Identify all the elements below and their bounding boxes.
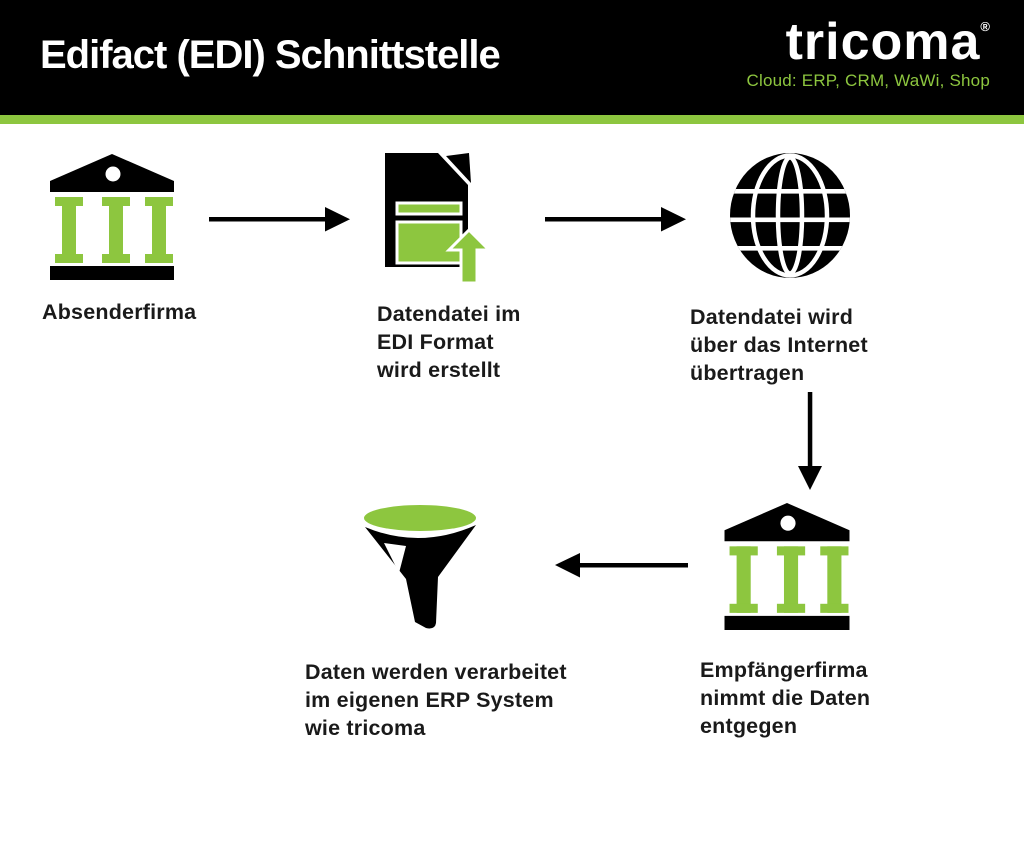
arrow-receiver-to-processing — [555, 553, 688, 578]
funnel-highlight — [384, 543, 406, 573]
header-bar: Edifact (EDI) Schnittstelle tricoma® Clo… — [0, 0, 1024, 115]
label-line: nimmt die Daten — [700, 686, 871, 710]
label-line: entgegen — [700, 714, 798, 738]
arrow-sender-to-file — [209, 207, 350, 232]
label-line: Empfängerfirma — [700, 658, 868, 682]
arrow-internet-to-receiver — [798, 392, 822, 490]
step-label-edi-file: Datendatei im EDI Format wird erstellt — [377, 300, 521, 384]
bank-icon — [50, 154, 174, 280]
label-line: im eigenen ERP System — [305, 688, 554, 712]
funnel-icon — [364, 505, 476, 629]
tricoma-logo-wordmark: tricoma® — [747, 16, 990, 68]
step-label-receiver: Empfängerfirma nimmt die Daten entgegen — [700, 656, 870, 740]
tricoma-logo-text: tricoma — [785, 13, 981, 71]
label-line: Daten werden verarbeitet — [305, 660, 567, 684]
tricoma-logo-tagline: Cloud: ERP, CRM, WaWi, Shop — [746, 71, 990, 90]
tricoma-logo: tricoma® Cloud: ERP, CRM, WaWi, Shop — [747, 16, 990, 91]
label-line: wird erstellt — [377, 358, 501, 382]
document-upload-icon — [385, 153, 492, 285]
arrow-file-to-internet — [545, 207, 686, 232]
page-title: Edifact (EDI) Schnittstelle — [40, 33, 501, 77]
step-label-internet: Datendatei wird über das Internet übertr… — [690, 303, 868, 387]
step-label-sender: Absenderfirma — [42, 298, 196, 326]
label-line: EDI Format — [377, 330, 494, 354]
label-line: Datendatei im — [377, 302, 521, 326]
bank-pediment-dot — [105, 166, 121, 182]
globe-icon — [730, 153, 850, 278]
bank-pediment-dot — [780, 515, 796, 531]
document-fold-corner — [446, 153, 471, 183]
label-line: Datendatei wird — [690, 305, 854, 329]
label-line: Absenderfirma — [42, 300, 197, 324]
bank-columns — [55, 197, 173, 263]
step-label-processing: Daten werden verarbeitet im eigenen ERP … — [305, 658, 567, 742]
bank-columns — [729, 546, 849, 613]
label-line: wie tricoma — [305, 716, 426, 740]
upload-arrow-icon — [445, 227, 492, 285]
bank-icon — [724, 503, 850, 630]
funnel-opening — [364, 505, 476, 531]
header-accent-line — [0, 115, 1024, 124]
label-line: über das Internet — [690, 333, 868, 357]
registered-trademark-symbol: ® — [980, 19, 990, 34]
label-line: übertragen — [690, 361, 805, 385]
